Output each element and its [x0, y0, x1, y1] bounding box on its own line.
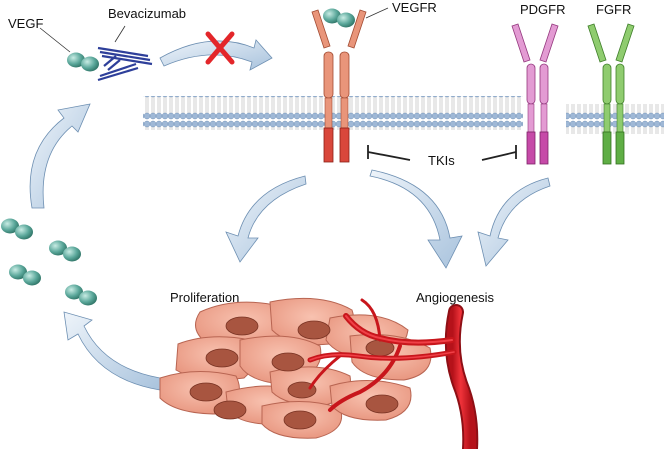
angiogenesis-label: Angiogenesis: [416, 290, 495, 305]
pdgfr-label: PDGFR: [520, 2, 566, 17]
tkis-label: TKIs: [428, 153, 455, 168]
membrane-segment: [143, 96, 523, 130]
pdgfr-receptor: [511, 23, 559, 165]
tki-inhibition-lines: [367, 145, 517, 161]
proliferation-label: Proliferation: [170, 290, 239, 305]
arrow-vegfr-to-proliferation: [225, 175, 307, 263]
membrane-segment: [566, 104, 664, 134]
vegfr-receptor: [311, 7, 389, 163]
cell-nuclei: [189, 316, 399, 430]
fgfr-receptor: [587, 23, 635, 165]
vegf-label: VEGF: [8, 16, 43, 31]
arrow-pdgfr-fgfr-to-angiogenesis: [477, 177, 551, 267]
vegf-ligand: [39, 27, 99, 72]
fgfr-label: FGFR: [596, 2, 631, 17]
vegf-molecules: [1, 218, 97, 306]
arrow-tumor-to-vegf: [63, 311, 161, 391]
blood-vessel: [307, 298, 479, 449]
block-x-icon: [205, 31, 235, 65]
bevacizumab-antibody: [97, 25, 153, 82]
arrow-vegfr-to-angiogenesis: [369, 169, 463, 269]
arrow-cycle-up: [29, 103, 91, 209]
vegfr-label: VEGFR: [392, 0, 437, 15]
bevacizumab-label: Bevacizumab: [108, 6, 186, 21]
arrow-bevacizumab-to-vegfr: [159, 39, 273, 71]
